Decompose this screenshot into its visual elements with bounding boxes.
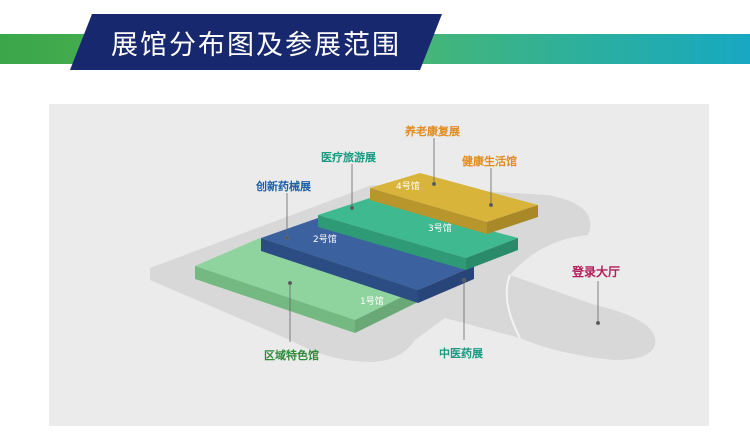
zone-label-regional: 区域特色馆: [264, 349, 319, 362]
hall-4-name: 4号馆: [396, 182, 420, 192]
page-title: 展馆分布图及参展范围: [111, 29, 401, 61]
hall-2-name: 2号馆: [313, 235, 337, 245]
zone-label-tcm: 中医药展: [439, 347, 483, 360]
zone-label-lobby: 登录大厅: [572, 265, 621, 279]
hall-4-block: [370, 173, 538, 234]
hall-3-block: [318, 198, 518, 270]
walkway-right: [505, 274, 521, 339]
hall-1-name: 1号馆: [360, 297, 384, 307]
hall-2-block: [261, 218, 474, 303]
zone-label-elderly: 养老康复展: [405, 125, 460, 138]
zone-label-innovative: 创新药械展: [256, 180, 311, 193]
hall-1-block: [195, 238, 420, 333]
hall-3-name: 3号馆: [428, 224, 452, 234]
zone-label-medtour: 医疗旅游展: [321, 151, 376, 164]
title-banner: [70, 14, 442, 70]
zone-label-health: 健康生活馆: [462, 155, 517, 168]
